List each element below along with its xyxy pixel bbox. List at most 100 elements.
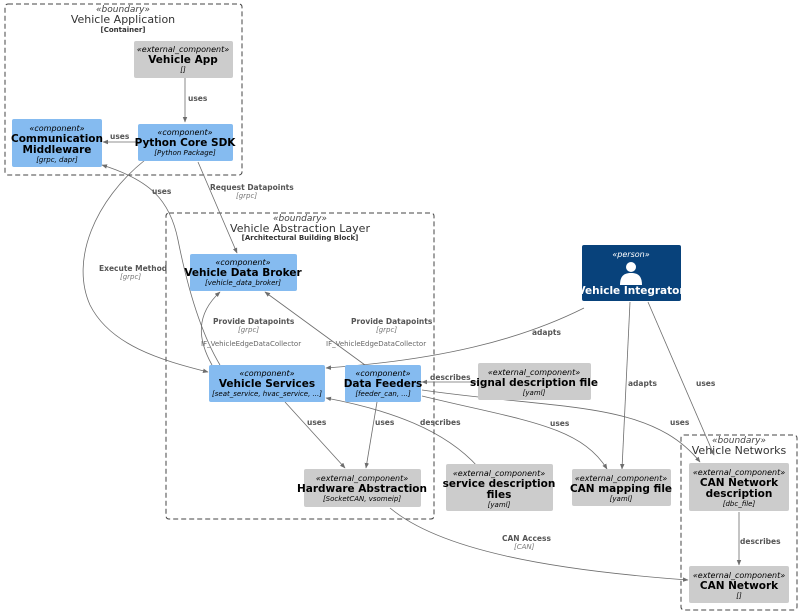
boundary-vehicle-abstraction-layer: «boundary» Vehicle Abstraction Layer [Ar…: [165, 212, 435, 520]
edge-label: Request Datapoints: [210, 183, 294, 192]
node-stereotype: «external_component»: [316, 474, 408, 483]
person-icon: [620, 262, 642, 285]
node-description: [grpc, dapr]: [36, 156, 78, 164]
edge-hw-can-access: CAN Access [CAN]: [389, 507, 689, 582]
node-name: Vehicle Data Broker: [184, 267, 302, 279]
edge-label: adapts: [628, 379, 657, 388]
node-vehicle-services[interactable]: «component» Vehicle Services [seat_servi…: [209, 365, 325, 402]
node-description: [SocketCAN, vsomeip]: [323, 495, 401, 503]
edge-technology: [grpc]: [120, 273, 141, 281]
node-name: files: [487, 489, 512, 501]
node-description: [feeder_can, ...]: [355, 390, 411, 398]
boundary-description: [Architectural Building Block]: [242, 234, 359, 242]
edge-label: uses: [375, 418, 395, 427]
node-description: [yaml]: [610, 495, 633, 503]
node-name: Hardware Abstraction: [297, 483, 427, 495]
node-name: Data Feeders: [344, 378, 423, 390]
node-name: description: [706, 488, 773, 500]
node-can-mapping-file[interactable]: «external_component» CAN mapping file [y…: [570, 469, 672, 506]
edge-label: Provide Datapoints: [213, 317, 295, 326]
node-description: [yaml]: [488, 501, 511, 509]
edge-services-uses-hw: uses: [284, 401, 346, 469]
boundary-vehicle-application: «boundary» Vehicle Application [Containe…: [4, 3, 243, 176]
boundary-stereotype: «boundary»: [712, 436, 766, 446]
edge-label: uses: [152, 187, 172, 196]
boundary-stereotype: «boundary»: [96, 5, 150, 15]
edge-label: uses: [696, 379, 716, 388]
edges: uses uses uses Request Datapoints [grpc]…: [82, 78, 781, 582]
node-name: signal description file: [470, 377, 598, 389]
node-name: service description: [443, 478, 556, 490]
node-name: CAN Network: [700, 477, 779, 489]
node-vehicle-data-broker[interactable]: «component» Vehicle Data Broker [vehicle…: [184, 254, 302, 291]
node-python-core-sdk[interactable]: «component» Python Core SDK [Python Pack…: [135, 124, 237, 161]
edge-sublabel: IF_VehicleEdgeDataCollector: [326, 340, 426, 348]
edge-feeders-uses-hw: uses: [364, 401, 395, 469]
edge-sdk-execute-method: Execute Method [grpc]: [82, 159, 209, 373]
boundary-name: Vehicle Abstraction Layer: [230, 222, 370, 235]
node-stereotype: «external_component»: [453, 469, 545, 478]
node-name: Vehicle App: [148, 54, 218, 66]
node-name: CAN mapping file: [570, 483, 672, 495]
node-communication-middleware[interactable]: «component» Communication Middleware [gr…: [11, 119, 103, 167]
node-stereotype: «external_component»: [693, 571, 785, 580]
node-description: [seat_service, hvac_service, ...]: [212, 390, 322, 398]
edge-technology: [grpc]: [238, 326, 259, 334]
edge-sublabel: IF_VehicleEdgeDataCollector: [201, 340, 301, 348]
edge-sdk-uses-middleware: uses: [102, 132, 138, 145]
edge-label: adapts: [532, 328, 561, 337]
node-stereotype: «external_component»: [575, 474, 667, 483]
node-signal-description-file[interactable]: «external_component» signal description …: [470, 363, 598, 400]
boundary-description: [Container]: [101, 26, 146, 34]
node-can-network-description[interactable]: «external_component» CAN Network descrip…: [689, 463, 789, 511]
node-description: [vehicle_data_broker]: [205, 279, 281, 287]
node-stereotype: «person»: [612, 250, 649, 259]
boundary-name: Vehicle Networks: [692, 444, 787, 457]
node-name: Vehicle Integrator: [577, 285, 685, 297]
node-name: Middleware: [23, 144, 92, 156]
edge-label: uses: [188, 94, 208, 103]
node-stereotype: «component»: [239, 369, 294, 378]
node-stereotype: «component»: [157, 128, 212, 137]
node-data-feeders[interactable]: «component» Data Feeders [feeder_can, ..…: [344, 365, 423, 402]
edge-service-describes-services: describes: [325, 396, 479, 468]
node-stereotype: «external_component»: [488, 368, 580, 377]
node-name: Communication: [11, 133, 103, 145]
edge-technology: [CAN]: [514, 543, 535, 551]
edge-label: Execute Method: [99, 264, 167, 273]
node-vehicle-app[interactable]: «external_component» Vehicle App []: [134, 41, 233, 78]
edge-app-uses-sdk: uses: [182, 78, 208, 123]
node-description: [dbc_file]: [723, 500, 756, 508]
node-stereotype: «external_component»: [693, 468, 785, 477]
node-description: [Python Package]: [154, 149, 216, 157]
node-can-network[interactable]: «external_component» CAN Network []: [689, 566, 789, 603]
node-vehicle-integrator[interactable]: «person» Vehicle Integrator: [577, 245, 685, 301]
node-stereotype: «external_component»: [137, 45, 229, 54]
edge-integrator-uses-networks: uses: [647, 301, 716, 456]
edge-technology: [grpc]: [236, 192, 257, 200]
edge-network-desc-describes-network: describes: [736, 512, 781, 566]
edge-label: uses: [307, 418, 327, 427]
edge-label: Provide Datapoints: [351, 317, 433, 326]
edge-label: CAN Access: [502, 534, 551, 543]
node-name: Python Core SDK: [135, 137, 237, 149]
node-stereotype: «component»: [29, 124, 84, 133]
edge-integrator-adapts-mapping: adapts: [620, 301, 657, 470]
edge-integrator-adapts-services: adapts: [325, 307, 585, 370]
edge-label: uses: [550, 419, 570, 428]
edge-services-provide-datapoints: Provide Datapoints [grpc] IF_VehicleEdge…: [200, 291, 301, 366]
node-description: [yaml]: [523, 389, 546, 397]
edge-technology: [grpc]: [376, 326, 397, 334]
node-service-description-files[interactable]: «external_component» service description…: [443, 464, 556, 511]
boundary-vehicle-networks: «boundary» Vehicle Networks: [680, 434, 798, 611]
node-name: Vehicle Services: [219, 378, 315, 390]
edge-services-uses-middleware: uses: [101, 164, 221, 366]
edge-signal-describes-feeders: describes: [421, 373, 477, 385]
node-description: []: [736, 592, 742, 600]
node-stereotype: «component»: [215, 258, 270, 267]
edge-label: uses: [670, 418, 690, 427]
edge-label: describes: [420, 418, 461, 427]
edge-feeders-uses-mapping: uses: [421, 395, 608, 470]
node-hardware-abstraction[interactable]: «external_component» Hardware Abstractio…: [297, 469, 427, 507]
edge-feeders-provide-datapoints: Provide Datapoints [grpc] IF_VehicleEdge…: [264, 291, 433, 366]
